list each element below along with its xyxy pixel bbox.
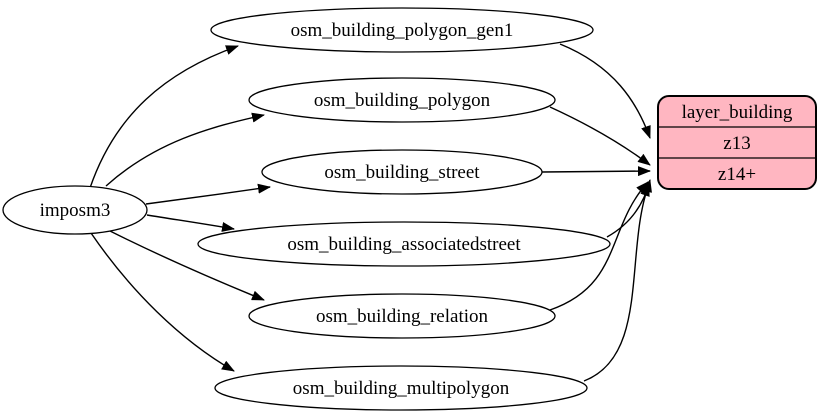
osm_building_relation-ellipse — [248, 293, 556, 339]
edge-imposm3-to-osm_building_multipolygon — [90, 232, 235, 372]
osm_building_polygon_gen1-label: osm_building_polygon_gen1 — [291, 20, 514, 41]
node-osm_building_relation: osm_building_relation — [248, 293, 556, 339]
osm_building_polygon-label: osm_building_polygon — [314, 90, 491, 111]
osm_building_street-label: osm_building_street — [324, 162, 480, 183]
osm_building_street-ellipse — [261, 149, 543, 195]
osm_building_multipolygon-label: osm_building_multipolygon — [293, 378, 510, 399]
edge-osm_building_relation-to-z14 — [549, 181, 649, 311]
node-osm_building_street: osm_building_street — [261, 149, 543, 195]
osm_building_multipolygon-ellipse — [214, 365, 588, 411]
edge-imposm3-to-osm_building_polygon — [105, 112, 265, 187]
layer_building-row-z13: z13 — [723, 133, 750, 154]
layer_building-box — [657, 95, 817, 190]
edge-imposm3-to-osm_building_relation — [109, 230, 265, 301]
edge-osm_building_multipolygon-to-z14 — [583, 183, 650, 382]
edge-imposm3-to-osm_building_street — [145, 183, 271, 205]
edge-osm_building_street-to-z14 — [541, 166, 651, 177]
node-imposm3: imposm3 — [2, 185, 148, 235]
edge-group — [89, 45, 271, 372]
imposm3-ellipse — [2, 185, 148, 235]
imposm3-label: imposm3 — [40, 200, 111, 221]
edge-osm_building_polygon-to-z14 — [549, 106, 651, 166]
edge-imposm3-to-osm_building_polygon_gen1 — [89, 45, 239, 189]
node-osm_building_polygon_gen1: osm_building_polygon_gen1 — [210, 7, 594, 53]
layer_building-title: layer_building — [682, 102, 793, 123]
layer_building-row-z14: z14+ — [718, 164, 756, 185]
node-osm_building_multipolygon: osm_building_multipolygon — [214, 365, 588, 411]
edge-osm_building_polygon_gen1-to-z13 — [559, 43, 651, 139]
osm_building_polygon-ellipse — [248, 77, 556, 123]
osm_building_associatedstreet-label: osm_building_associatedstreet — [287, 234, 521, 255]
osm_building_associatedstreet-ellipse — [197, 221, 611, 267]
node-layer_building: layer_building z13 z14+ — [657, 95, 817, 190]
edge-osm_building_associatedstreet-to-z14 — [606, 179, 652, 238]
node-osm_building_associatedstreet: osm_building_associatedstreet — [197, 221, 611, 267]
osm_building_polygon_gen1-ellipse — [210, 7, 594, 53]
edge-imposm3-to-osm_building_associatedstreet — [146, 214, 235, 232]
osm_building_relation-label: osm_building_relation — [316, 306, 489, 327]
edge-group-layer — [541, 43, 652, 382]
node-osm_building_polygon: osm_building_polygon — [248, 77, 556, 123]
